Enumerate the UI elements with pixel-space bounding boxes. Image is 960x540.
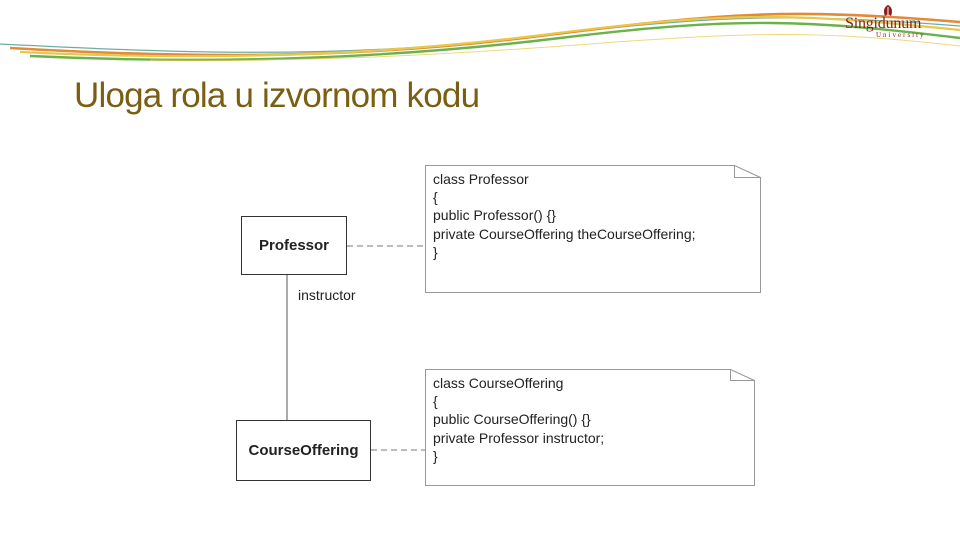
code-line: }	[433, 447, 438, 464]
page-title: Uloga rola u izvornom kodu	[74, 76, 480, 115]
note-shape	[425, 369, 755, 486]
code-line: {	[433, 189, 438, 206]
code-line: class CourseOffering	[433, 375, 564, 391]
code-note-courseoffering: class CourseOffering { public CourseOffe…	[425, 369, 755, 486]
code-line: private CourseOffering theCourseOffering…	[433, 225, 696, 242]
code-line: class Professor	[433, 171, 529, 187]
code-note-professor: class Professor { public Professor() {} …	[425, 165, 761, 293]
logo-name: Singidunum	[845, 15, 922, 32]
class-box-professor[interactable]: Professor	[241, 216, 347, 275]
code-line: }	[433, 243, 438, 260]
university-logo: Singidunum University	[842, 4, 938, 39]
code-lines: class CourseOffering { public CourseOffe…	[433, 374, 604, 465]
class-name: Professor	[258, 237, 330, 254]
logo-subtitle: University	[876, 31, 926, 39]
code-line: {	[433, 393, 438, 410]
note-shape	[425, 165, 761, 293]
code-line: public Professor() {}	[433, 207, 556, 224]
code-line: public CourseOffering() {}	[433, 411, 591, 428]
association-role-label: instructor	[298, 287, 356, 303]
class-name: CourseOffering	[248, 442, 359, 459]
header-swoosh-decoration	[0, 12, 960, 61]
class-box-courseoffering[interactable]: CourseOffering	[236, 420, 371, 481]
crest-icon	[884, 5, 892, 16]
code-line: private Professor instructor;	[433, 429, 605, 446]
code-lines: class Professor { public Professor() {} …	[433, 170, 696, 261]
